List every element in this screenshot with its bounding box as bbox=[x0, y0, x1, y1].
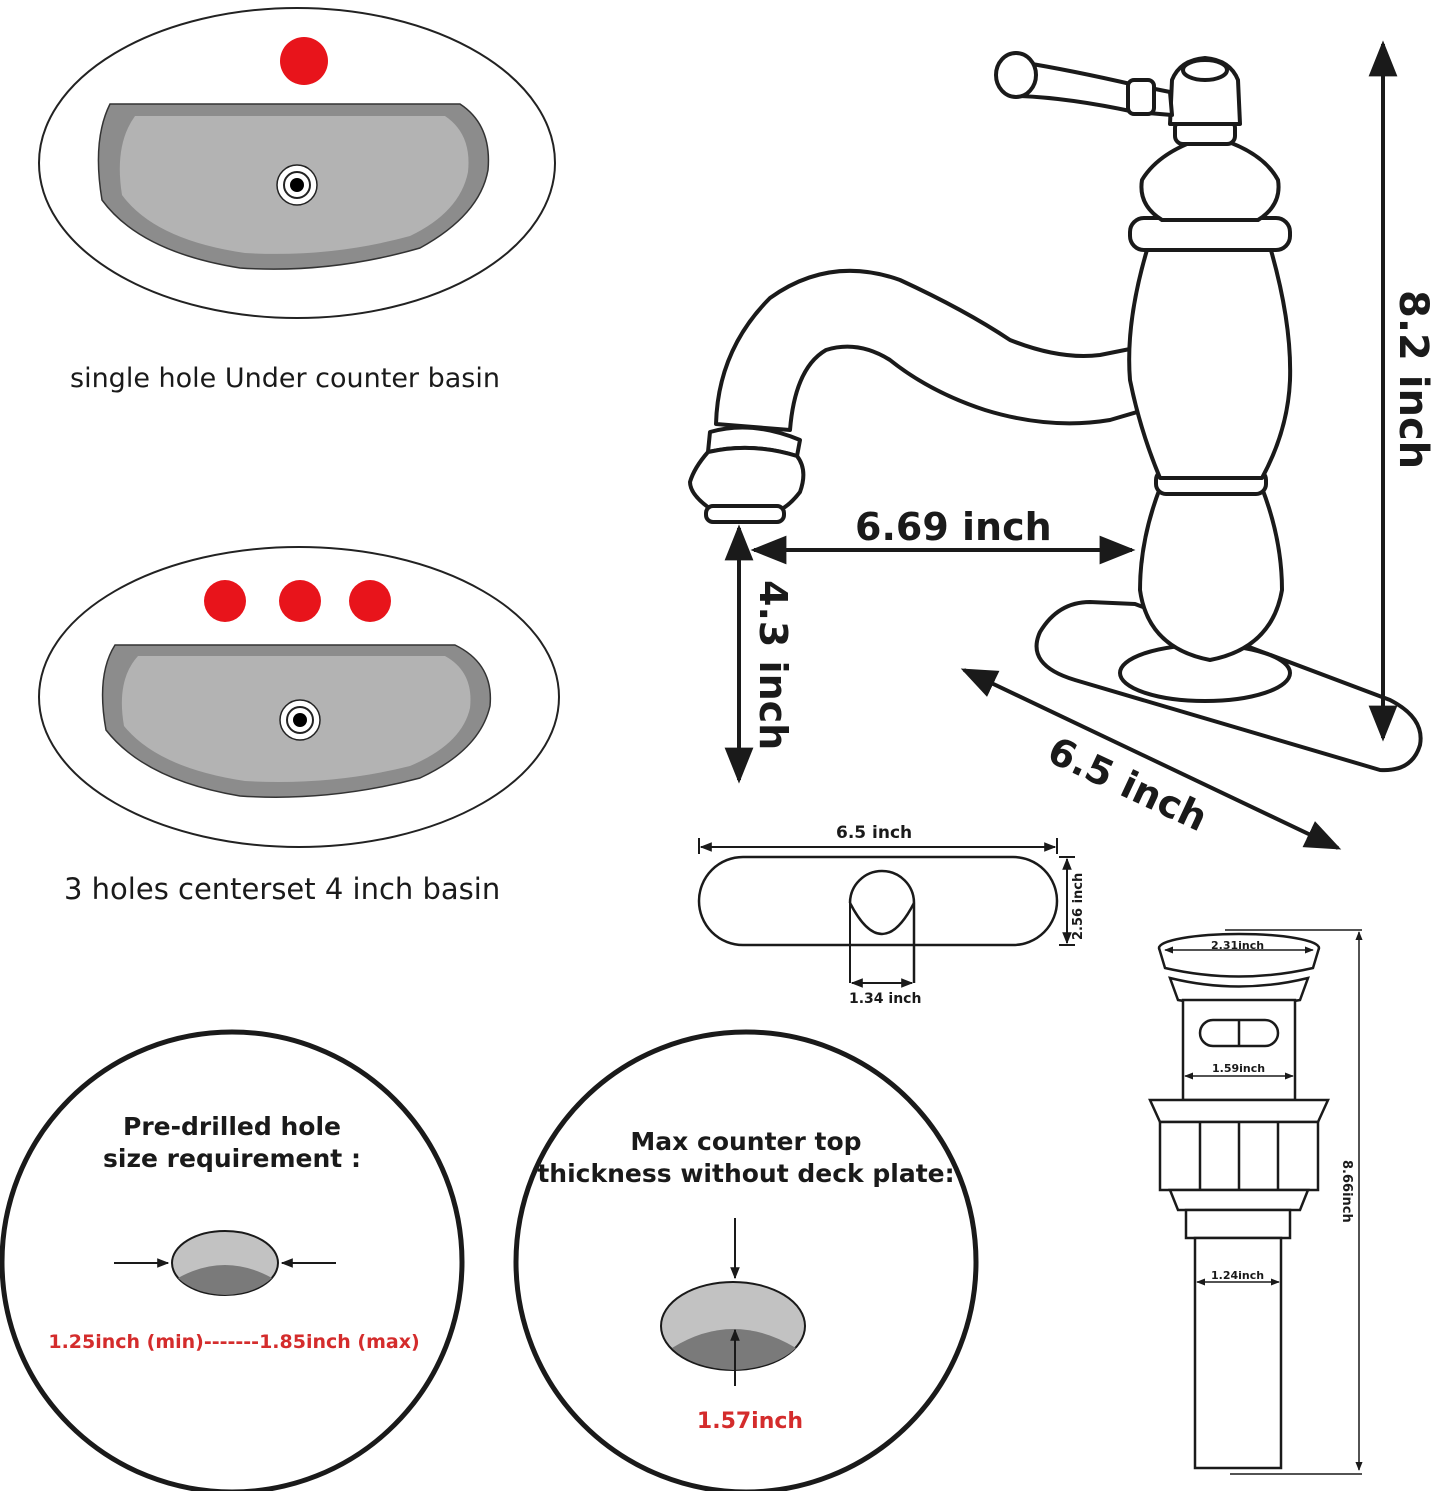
drain-cap-side bbox=[1157, 947, 1321, 978]
drain-top-label: 2.31inch bbox=[1211, 939, 1264, 952]
faucet-drawing bbox=[688, 51, 1423, 773]
three-basin-caption: 3 holes centerset 4 inch basin bbox=[64, 872, 500, 906]
hole-requirement-title-1: Pre-drilled hole bbox=[123, 1112, 341, 1141]
faucet-lower-body bbox=[1138, 486, 1284, 662]
deck-length-label: 6.5 inch bbox=[836, 823, 912, 843]
counter-thickness-title-2: thickness without deck plate: bbox=[537, 1159, 954, 1188]
faucet-top-dome bbox=[1139, 134, 1281, 222]
drain-thread bbox=[1184, 1208, 1292, 1240]
spout-height-label: 4.3 inch bbox=[751, 580, 795, 750]
faucet-hole-dot-center bbox=[279, 580, 321, 622]
faucet-spout bbox=[714, 268, 1186, 432]
faucet-ring-upper bbox=[1128, 216, 1292, 252]
deck-plate-hole-lower bbox=[848, 902, 916, 936]
drain-dimensions bbox=[1164, 929, 1363, 1475]
hole-requirement-panel: Pre-drilled hole size requirement : 1.25… bbox=[0, 1029, 465, 1491]
deck-plate-outline bbox=[697, 855, 1059, 947]
drain-height-label: 8.66inch bbox=[1339, 1160, 1354, 1223]
drain-hole bbox=[290, 178, 304, 192]
faucet-handle-knob bbox=[994, 51, 1038, 99]
drain-hole bbox=[293, 713, 307, 727]
faucet-mid-body bbox=[1127, 238, 1293, 480]
drain-nut-top bbox=[1148, 1098, 1330, 1124]
faucet-dimensions bbox=[724, 40, 1398, 850]
deck-plate-hole bbox=[848, 869, 916, 983]
reach-label: 6.69 inch bbox=[855, 505, 1052, 549]
counter-thickness-title-1: Max counter top bbox=[630, 1127, 861, 1156]
faucet-handle-collar bbox=[1126, 78, 1156, 116]
thickness-value-label: 1.57inch bbox=[697, 1409, 803, 1434]
drain-tail-label: 1.24inch bbox=[1211, 1269, 1264, 1282]
faucet-hole-dot bbox=[280, 37, 328, 85]
height-label: 8.2 inch bbox=[1390, 290, 1436, 469]
plate-length-arrow bbox=[960, 668, 1342, 850]
faucet-cap-top bbox=[1181, 58, 1229, 82]
drain-upper-body bbox=[1181, 998, 1297, 1102]
hole-requirement-title-2: size requirement : bbox=[103, 1144, 361, 1173]
pop-up-drain bbox=[1148, 932, 1330, 1470]
deck-width-label: 2.56 inch bbox=[1071, 873, 1086, 940]
drain-washer bbox=[1168, 1188, 1310, 1212]
drain-tailpiece bbox=[1193, 1236, 1283, 1470]
faucet-hole-dot-left bbox=[204, 580, 246, 622]
spout-aerator bbox=[688, 445, 806, 512]
single-basin-caption: single hole Under counter basin bbox=[70, 363, 500, 394]
hole-shape-inner bbox=[178, 1265, 272, 1295]
plate-length-label: 6.5 inch bbox=[1041, 728, 1214, 840]
faucet-hole-dot-right bbox=[349, 580, 391, 622]
hole-range-label: 1.25inch (min)-------1.85inch (max) bbox=[48, 1331, 419, 1353]
deck-plate-top-view: 6.5 inch 2.56 inch 1.34 inch bbox=[697, 823, 1086, 1007]
single-hole-basin: single hole Under counter basin bbox=[38, 7, 556, 394]
hole-size-label: 1.34 inch bbox=[849, 991, 921, 1007]
spout-tip bbox=[704, 504, 786, 524]
drain-mid-label: 1.59inch bbox=[1212, 1062, 1265, 1075]
counter-thickness-panel: Max counter top thickness without deck p… bbox=[513, 1029, 979, 1491]
three-hole-basin: 3 holes centerset 4 inch basin bbox=[38, 546, 560, 906]
counter-thickness-circle bbox=[513, 1029, 979, 1491]
